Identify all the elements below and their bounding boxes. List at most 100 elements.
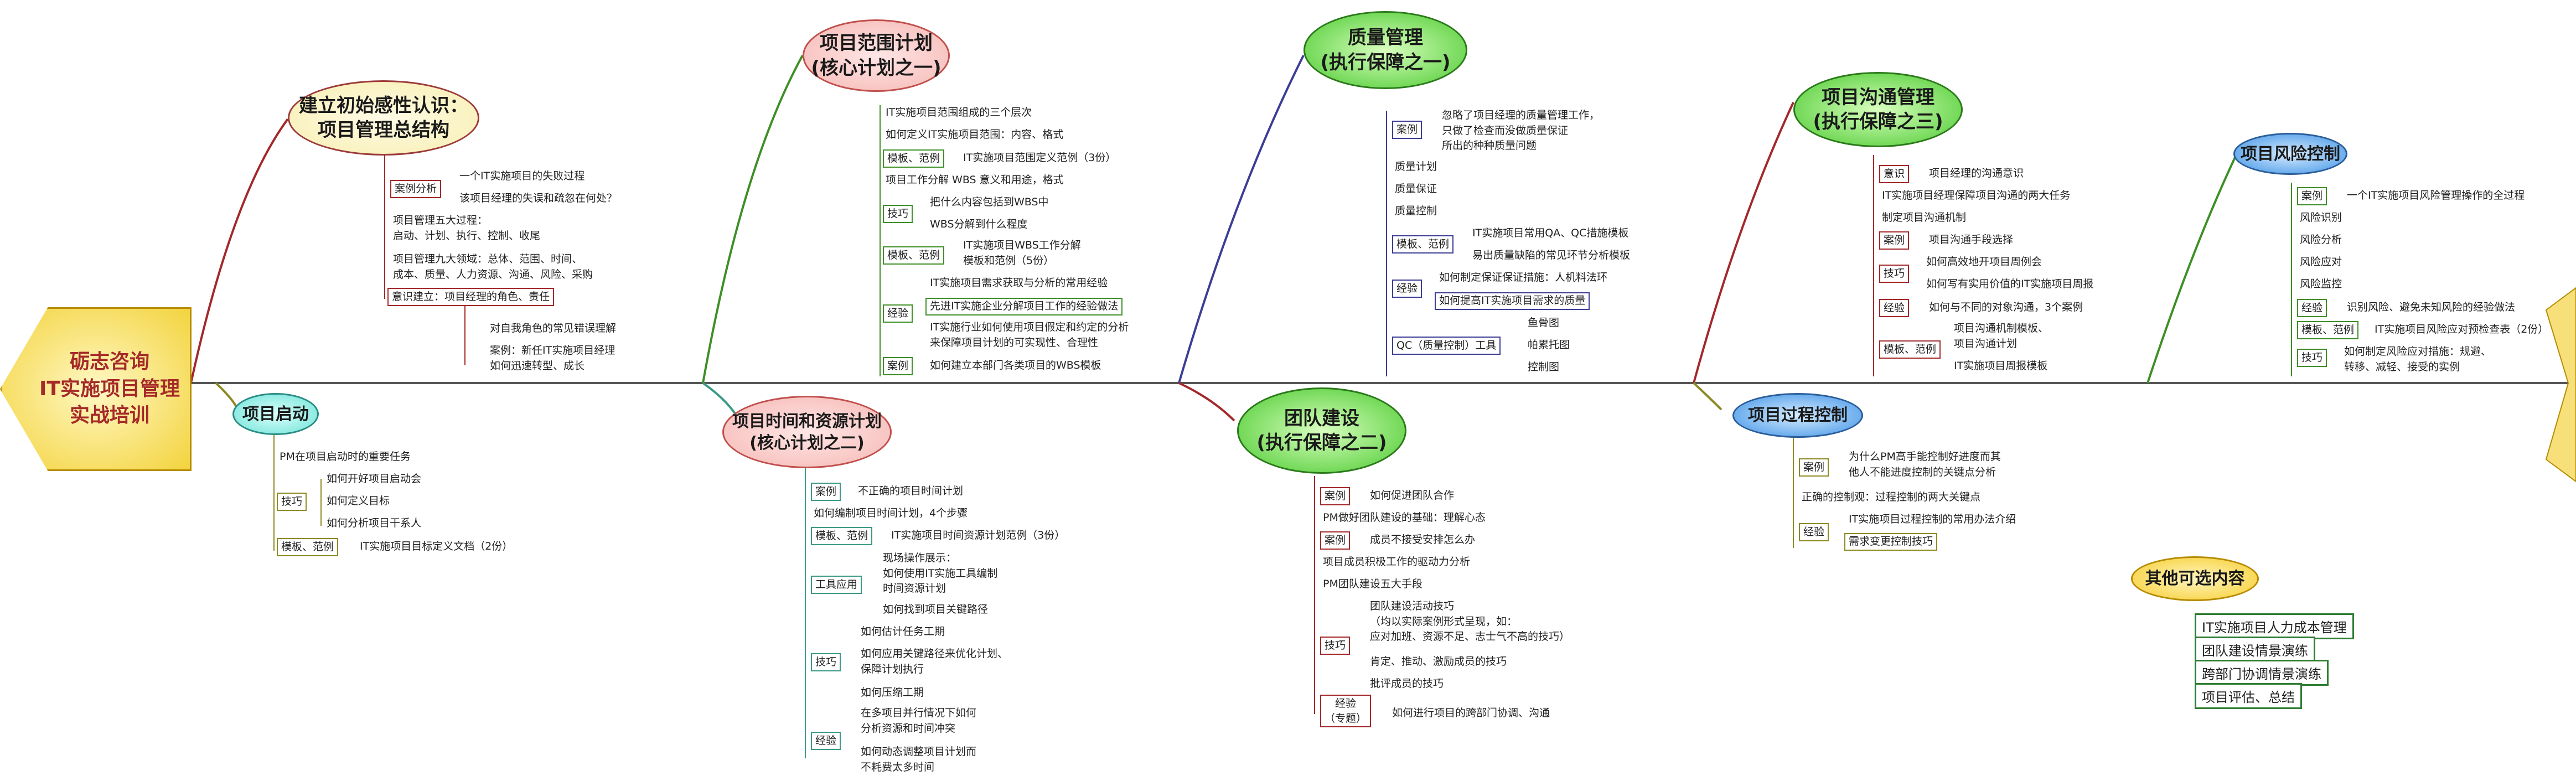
branch-b3 — [1178, 382, 1235, 422]
b3-item: PM团队建设五大手段 — [1323, 578, 1423, 590]
other-item[interactable]: 项目评估、总结 — [2195, 683, 2302, 709]
branch-b4 — [1693, 382, 1722, 411]
t3-template-item: 易出质量缺陷的常见环节分析模板 — [1472, 249, 1631, 261]
t5-tag-template[interactable]: 模板、范例 — [2297, 321, 2359, 339]
topic-process-control[interactable]: 项目过程控制 — [1732, 393, 1863, 438]
b4-tag-experience[interactable]: 经验 — [1799, 523, 1829, 541]
b2-tag-skill[interactable]: 技巧 — [811, 653, 841, 671]
b2-tag-tool[interactable]: 工具应用 — [811, 576, 862, 594]
t4-tag-experience[interactable]: 经验 — [1879, 299, 1910, 317]
t3-qc-item: 帕累托图 — [1528, 339, 1570, 351]
t5-item: 风险监控 — [2300, 278, 2342, 290]
b3-tag-case1[interactable]: 案例 — [1320, 487, 1351, 505]
t2-tag-template2[interactable]: 模板、范例 — [883, 246, 945, 265]
branch-t5 — [2146, 154, 2237, 384]
b2-tag-case[interactable]: 案例 — [811, 483, 841, 501]
t1-aware-item: 案例：新任IT实施项目经理 如何迅速转型、成长 — [490, 344, 615, 372]
other-item[interactable]: 跨部门协调情景演练 — [2195, 660, 2329, 686]
t4-tag-awareness[interactable]: 意识 — [1879, 165, 1910, 183]
branch-t4 — [1693, 102, 1794, 384]
b2-tool-item: 如何找到项目关键路径 — [883, 603, 989, 616]
root-title: 砺志咨询 IT实施项目管理 实战培训 — [39, 350, 180, 427]
topic-project-start[interactable]: 项目启动 — [232, 393, 319, 435]
b2-tag-template[interactable]: 模板、范例 — [811, 527, 873, 545]
t3-exp-item-highlight: 如何提高IT实施项目需求的质量 — [1435, 292, 1590, 310]
t5-item: 风险识别 — [2300, 211, 2342, 224]
t2-tag-experience[interactable]: 经验 — [883, 304, 913, 323]
t5-tag-skill[interactable]: 技巧 — [2297, 349, 2327, 367]
b4-tag-case[interactable]: 案例 — [1799, 458, 1829, 477]
spine-tail — [2545, 287, 2576, 483]
b2-tag-experience[interactable]: 经验 — [811, 732, 841, 750]
t2-tag-case[interactable]: 案例 — [883, 357, 913, 375]
t4-item: 制定项目沟通机制 — [1882, 211, 1967, 224]
t1-aware-item: 对自我角色的常见错误理解 — [490, 322, 617, 334]
t2-exp-item: IT实施行业如何使用项目假定和约定的分析 来保障项目计划的可实现性、合理性 — [930, 321, 1129, 349]
t3-item: 质量计划 — [1395, 161, 1437, 173]
t3-tag-qc-tools[interactable]: QC（质量控制）工具 — [1392, 337, 1501, 355]
t2-exp-item-highlight: 先进IT实施企业分解项目工作的经验做法 — [925, 298, 1123, 315]
t3-item: 质量控制 — [1395, 205, 1437, 217]
topic-other-options[interactable]: 其他可选内容 — [2131, 556, 2259, 601]
t4-skill-item: 如何写有实用价值的IT实施项目周报 — [1926, 278, 2094, 290]
t3-qc-item: 控制图 — [1528, 361, 1560, 373]
t2-template2-item: IT实施项目WBS工作分解 模板和范例（5份） — [963, 239, 1081, 267]
t3-tag-experience[interactable]: 经验 — [1392, 280, 1423, 298]
t5-tag-experience[interactable]: 经验 — [2297, 299, 2327, 317]
t4-tag-case[interactable]: 案例 — [1879, 231, 1910, 250]
b3-tag-experience[interactable]: 经验 （专题） — [1320, 695, 1372, 728]
t4-aware-item: 项目经理的沟通意识 — [1929, 167, 2024, 179]
topic-quality[interactable]: 质量管理 (执行保障之一) — [1303, 11, 1467, 89]
t2-exp-item: IT实施项目需求获取与分析的常用经验 — [930, 277, 1108, 289]
t3-tag-template[interactable]: 模板、范例 — [1392, 235, 1454, 254]
t4-tag-skill[interactable]: 技巧 — [1879, 265, 1910, 283]
t4-exp-item: 如何与不同的对象沟通，3个案例 — [1929, 301, 2083, 313]
topic-team-building[interactable]: 团队建设 (执行保障之二) — [1237, 387, 1406, 474]
b3-case2-item: 成员不接受安排怎么办 — [1370, 534, 1476, 546]
t4-template-item: IT实施项目周报模板 — [1954, 360, 2048, 372]
b4-item: 正确的控制观：过程控制的两大关键点 — [1802, 491, 1981, 503]
t4-skill-item: 如何高效地开项目周例会 — [1926, 256, 2042, 268]
t3-case-item: 忽略了项目经理的质量管理工作， 只做了检查而没做质量保证 所出的种种质量问题 — [1442, 109, 1600, 152]
other-item[interactable]: 团队建设情景演练 — [2195, 637, 2315, 663]
b3-skill-item: 肯定、推动、激励成员的技巧 — [1370, 655, 1507, 668]
t3-tag-case[interactable]: 案例 — [1392, 121, 1423, 139]
topic-initial-awareness[interactable]: 建立初始感性认识： 项目管理总结构 — [288, 80, 479, 156]
t3-template-item: IT实施项目常用QA、QC措施模板 — [1472, 227, 1629, 239]
t2-tag-template1[interactable]: 模板、范例 — [883, 149, 945, 168]
t2-skill-item: WBS分解到什么程度 — [930, 218, 1028, 230]
topic-scope-plan[interactable]: 项目范围计划 (核心计划之一) — [803, 19, 950, 92]
t2-case-item: 如何建立本部门各类项目的WBS模板 — [930, 359, 1101, 371]
b3-skill-item: 批评成员的技巧 — [1370, 677, 1444, 690]
topic-time-resource[interactable]: 项目时间和资源计划 (核心计划之二) — [722, 396, 892, 468]
other-item[interactable]: IT实施项目人力成本管理 — [2195, 613, 2354, 639]
t3-exp-item: 如何制定保证保证措施：人机料法环 — [1439, 271, 1608, 283]
b1-template-item: IT实施项目目标定义文档（2份） — [360, 540, 513, 552]
topic-risk[interactable]: 项目风险控制 — [2233, 133, 2347, 175]
t4-tag-template[interactable]: 模板、范例 — [1879, 340, 1941, 359]
t5-template-item: IT实施项目风险应对预检查表（2份） — [2375, 323, 2549, 335]
t5-tag-case[interactable]: 案例 — [2297, 187, 2327, 205]
t2-skill-item: 把什么内容包括到WBS中 — [930, 196, 1049, 208]
t2-item: 如何定义IT实施项目范围：内容、格式 — [886, 128, 1064, 141]
t2-tag-skill[interactable]: 技巧 — [883, 205, 913, 223]
t5-skill-item: 如何制定风险应对措施：规避、 转移、减轻、接受的实例 — [2344, 345, 2492, 373]
b2-tool-item: 现场操作展示： 如何使用IT实施工具编制 时间资源计划 — [883, 552, 998, 595]
b1-tag-skill[interactable]: 技巧 — [277, 493, 307, 511]
branch-t2 — [702, 55, 804, 384]
t4-item: IT实施项目经理保障项目沟通的两大任务 — [1882, 189, 2071, 201]
b3-item: PM做好团队建设的基础：理解心态 — [1323, 511, 1486, 524]
b1-item: PM在项目启动时的重要任务 — [280, 451, 411, 463]
t5-item: 风险应对 — [2300, 256, 2342, 268]
b1-tag-template[interactable]: 模板、范例 — [277, 538, 339, 556]
t1-tag-case[interactable]: 案例分析 — [390, 180, 442, 198]
t1-tag-awareness[interactable]: 意识建立：项目经理的角色、责任 — [387, 288, 555, 306]
b2-skill-item: 如何估计任务工期 — [861, 625, 945, 638]
b3-tag-case2[interactable]: 案例 — [1320, 531, 1351, 550]
branch-b1 — [215, 382, 239, 410]
b3-exp-item: 如何进行项目的跨部门协调、沟通 — [1392, 707, 1550, 719]
topic-communication[interactable]: 项目沟通管理 (执行保障之三) — [1793, 72, 1963, 147]
branch-b2 — [702, 382, 737, 416]
b3-tag-skill[interactable]: 技巧 — [1320, 637, 1351, 655]
